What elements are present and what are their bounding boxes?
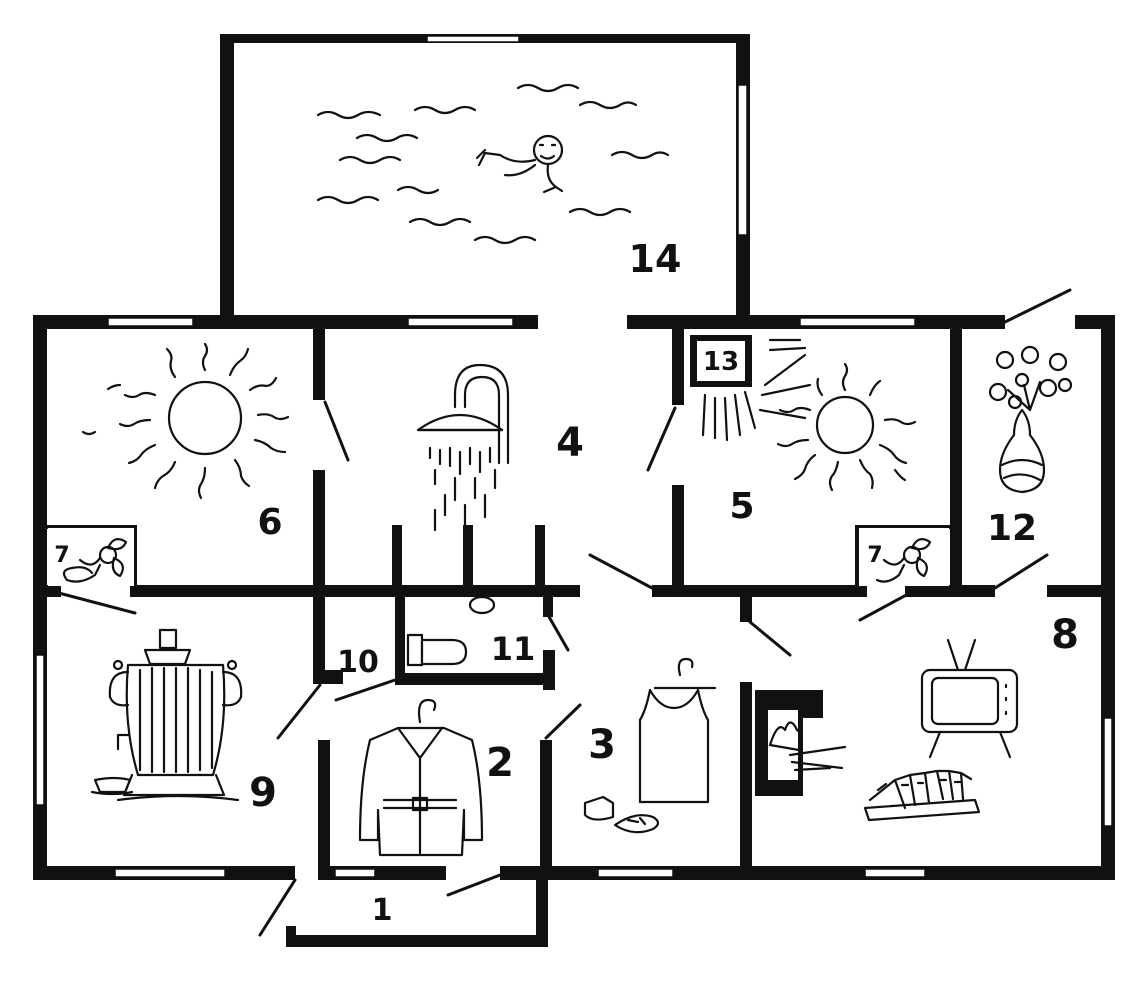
door-hall-5 [588, 553, 654, 590]
wall-pool-left [220, 34, 234, 322]
room-number: 9 [249, 770, 277, 816]
door-6-4 [323, 400, 350, 462]
window-3-bottom [597, 868, 674, 878]
room-number: 13 [703, 347, 739, 377]
swimmer-icon [316, 83, 670, 245]
wall-8-top-right [1047, 585, 1115, 597]
wall-6-bottom-stub [33, 585, 61, 597]
wall-8-left [740, 682, 752, 872]
room-number: 4 [556, 420, 584, 466]
wall-7-left-top [47, 525, 137, 529]
coat-icon [358, 698, 484, 857]
wall-bottom-right [500, 866, 1115, 880]
windows [35, 35, 1113, 878]
room-number: 10 [337, 645, 379, 680]
wall-5-12 [950, 315, 962, 590]
room-number: 14 [629, 237, 682, 281]
shower-icon [416, 363, 510, 532]
window-pool-right [737, 84, 748, 236]
wall-5-left-lower [672, 485, 684, 595]
wall-5-left-upper [672, 315, 684, 405]
wall-porch-stub [286, 926, 296, 946]
door-12-outer [1003, 288, 1072, 324]
window-8-bottom [864, 868, 926, 878]
door-10 [334, 678, 397, 702]
door-8 [748, 620, 792, 657]
window-6-top [107, 317, 194, 327]
wall-11-bottom [395, 673, 555, 685]
fireplace-icon [755, 690, 847, 796]
door-front-left [258, 878, 297, 937]
wall-shower-c [535, 525, 545, 595]
doors [53, 288, 1072, 937]
room-number: 6 [257, 502, 282, 543]
door-9 [276, 683, 322, 740]
room-number: 2 [486, 740, 514, 786]
door-11 [546, 613, 570, 652]
wall-10-bottom [313, 670, 343, 684]
flower-vase-icon [988, 345, 1073, 494]
room-numbers: 1 2 3 4 5 6 7 7 8 9 10 11 12 13 14 [54, 237, 1079, 928]
door-front-right [446, 873, 502, 897]
wall-2-left [318, 740, 330, 870]
wall-7-left-side [133, 525, 137, 589]
wall-11-right-top [543, 597, 553, 617]
wall-6-4-lower [313, 470, 325, 670]
samovar-icon [90, 628, 243, 802]
wall-6-bottom [130, 585, 580, 597]
door-5 [646, 406, 677, 472]
window-9-left [35, 654, 45, 806]
books-icon [863, 769, 981, 822]
window-4-top [407, 317, 514, 327]
door-2-3 [544, 703, 582, 740]
room-number: 11 [491, 630, 536, 668]
room-number: 7 [54, 543, 69, 568]
shoes-icon [583, 795, 660, 834]
wall-2-right [540, 740, 552, 870]
wall-5-bottom [652, 585, 867, 597]
room-number: 3 [588, 722, 616, 768]
fan-icon [48, 528, 134, 586]
window-5-top [799, 317, 916, 327]
door-7-left [53, 590, 137, 615]
room-number: 5 [729, 486, 754, 527]
heater-icon [690, 335, 757, 442]
wall-8-stub [740, 597, 752, 622]
tv-icon [920, 638, 1019, 759]
window-8-right [1103, 717, 1113, 827]
sun-icon [758, 338, 917, 492]
window-2-bottom [334, 868, 376, 878]
wall-shower-a [392, 525, 402, 595]
wall-porch-bottom [286, 935, 548, 947]
wall-porch-right [536, 866, 548, 946]
door-7-right [858, 591, 912, 622]
wall-10-11 [395, 595, 405, 685]
window-9-bottom [114, 868, 226, 878]
room-number: 1 [372, 893, 393, 928]
wall-7-right-top [855, 525, 952, 529]
room-number: 8 [1051, 612, 1079, 658]
door-12 [993, 553, 1049, 590]
wall-6-4-upper [313, 315, 325, 400]
wall-11-right [543, 650, 555, 690]
room-number: 7 [867, 543, 882, 568]
fan-icon [859, 528, 949, 586]
wall-shower-b [463, 525, 473, 595]
window-pool-top [426, 35, 520, 43]
toilet-icon [406, 595, 496, 667]
sun-icon [81, 342, 290, 500]
room-number: 12 [987, 508, 1037, 549]
undershirt-icon [638, 657, 717, 804]
wall-7-right-side [855, 525, 859, 590]
wall-12-bottom [905, 585, 995, 597]
